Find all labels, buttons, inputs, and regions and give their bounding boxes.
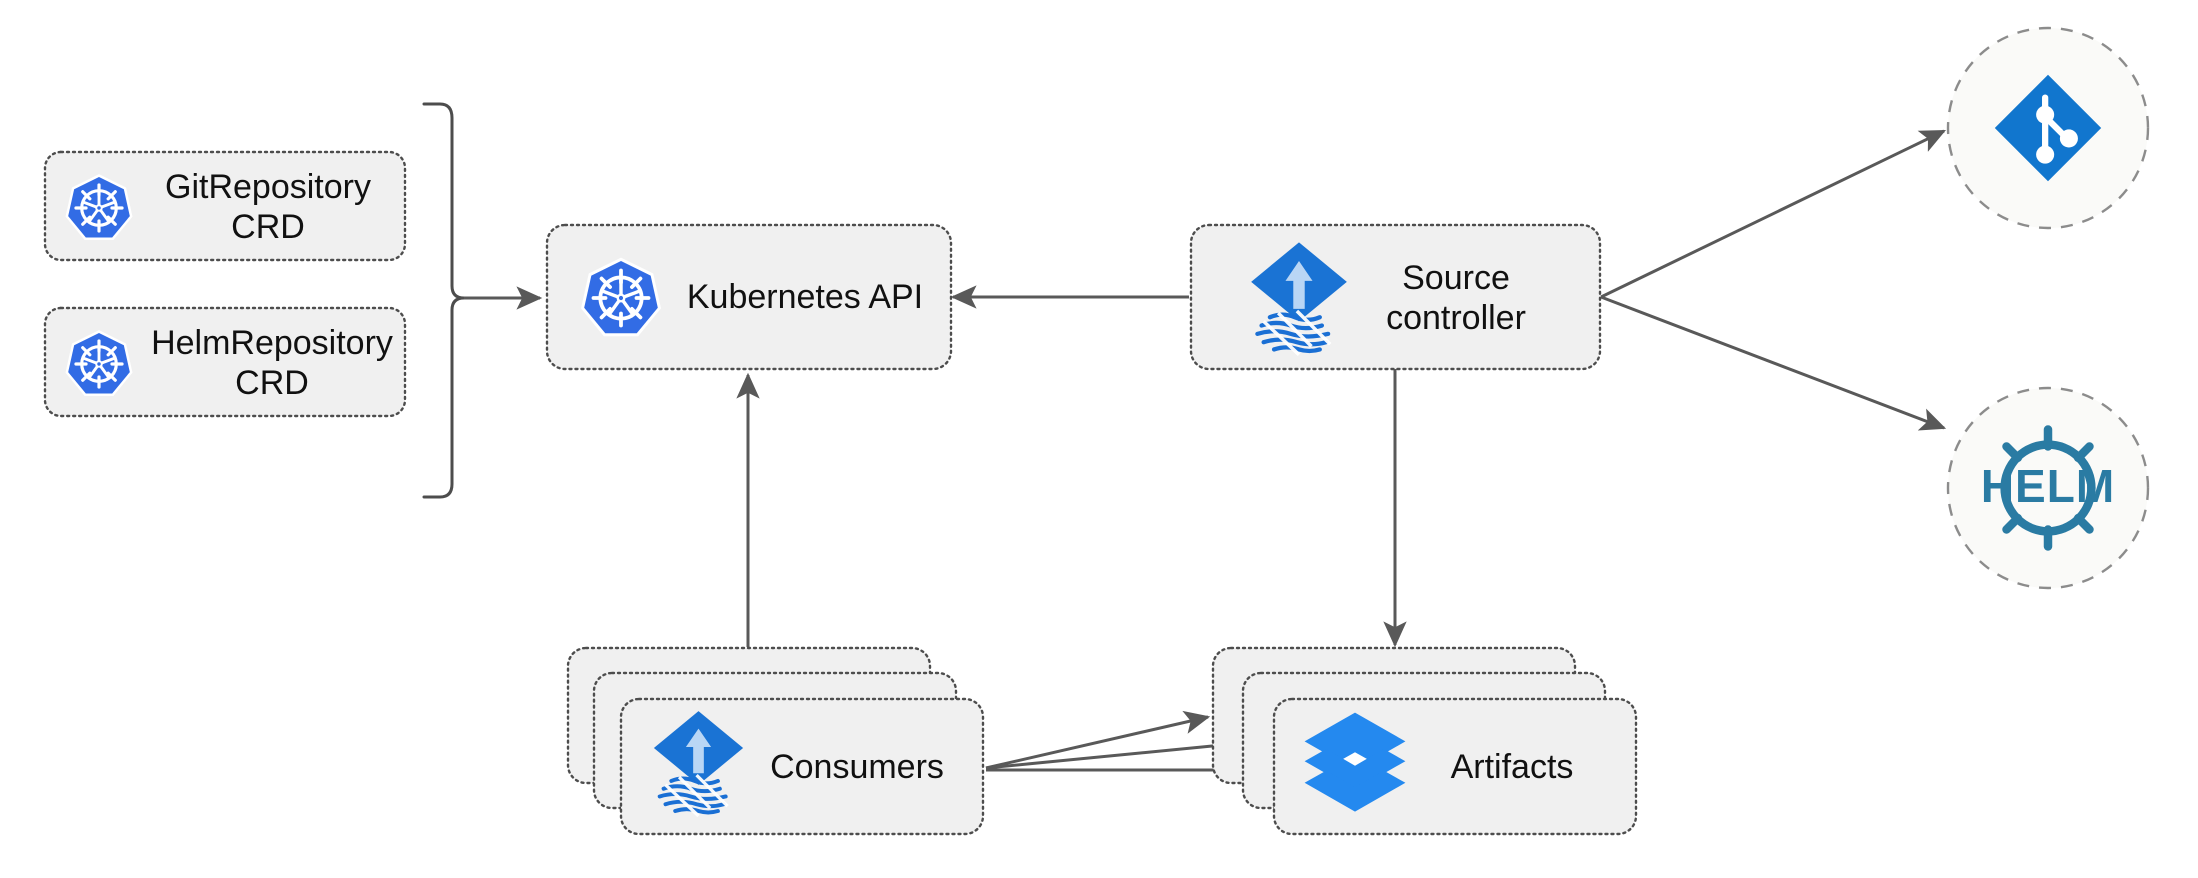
node-helm-source[interactable]: HELM	[1946, 386, 2150, 590]
helm-repository-crd-label-line2: CRD	[235, 364, 309, 402]
source-controller-label-line2: controller	[1386, 299, 1526, 337]
node-git-repository-crd[interactable]: GitRepository CRD	[43, 150, 407, 262]
artifacts-label: Artifacts	[1451, 748, 1574, 786]
helm-repository-crd-label-line1: HelmRepository	[151, 324, 393, 362]
source-controller-label-line1: Source	[1402, 259, 1510, 297]
edge-source-controller-to-git	[1600, 129, 1947, 299]
crd-bracket	[422, 102, 466, 499]
git-repository-crd-label-line2: CRD	[231, 208, 305, 246]
node-artifacts[interactable]: Artifacts	[1211, 646, 1638, 836]
edge-consumers-to-artifacts-middle	[985, 733, 1246, 770]
node-kubernetes-api[interactable]: Kubernetes API	[545, 223, 953, 371]
consumers-label: Consumers	[770, 748, 944, 786]
node-source-controller[interactable]: Source controller	[1189, 223, 1602, 371]
node-git-source[interactable]	[1946, 26, 2150, 230]
helm-source-label: HELM	[1981, 460, 2115, 512]
kubernetes-api-label: Kubernetes API	[687, 278, 923, 316]
node-consumers[interactable]: Consumers	[566, 646, 985, 836]
edge-consumers-to-artifacts-back	[985, 710, 1211, 770]
node-helm-repository-crd[interactable]: HelmRepository CRD	[43, 306, 407, 418]
edge-source-controller-to-helm	[1600, 295, 1947, 431]
git-repository-crd-label-line1: GitRepository	[165, 168, 371, 206]
